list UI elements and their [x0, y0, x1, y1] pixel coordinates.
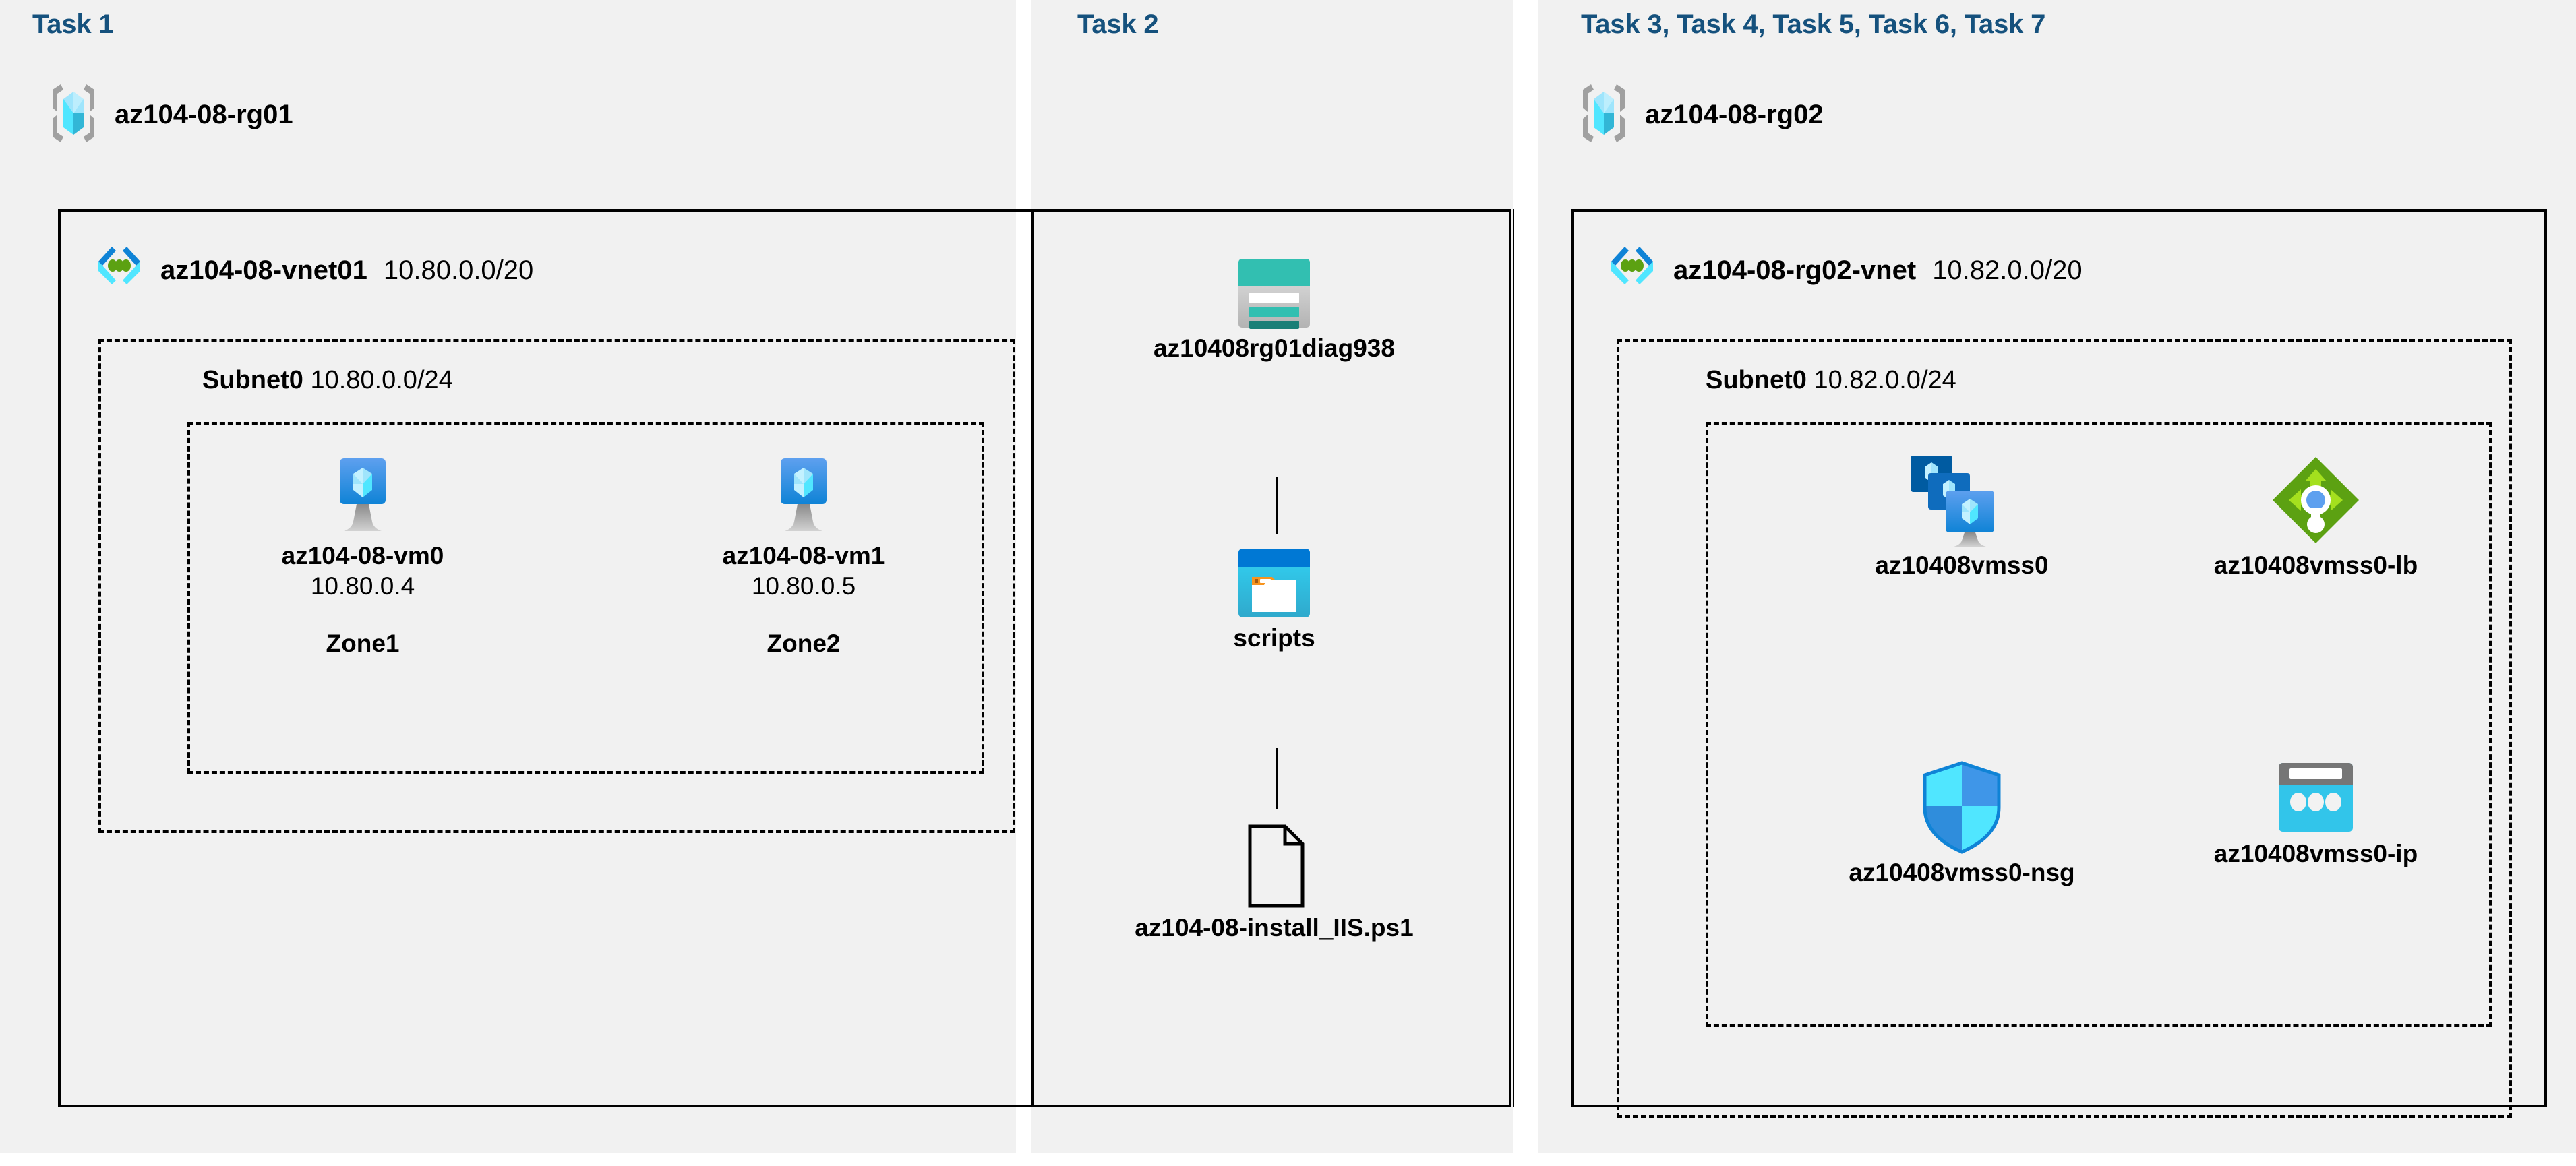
vnet02-cidr: 10.82.0.0/20: [1932, 255, 2083, 285]
vm1-node[interactable]: az104-08-vm1 10.80.0.5 Zone2: [709, 457, 898, 658]
file-document-icon: [1238, 822, 1311, 913]
public-ip-address-icon: [2275, 760, 2357, 839]
connector-scripts-to-file: [1276, 748, 1278, 809]
vm0-node[interactable]: az104-08-vm0 10.80.0.4 Zone1: [268, 457, 457, 658]
storage-account-icon: [1234, 256, 1314, 334]
resource-group-rg01-name: az104-08-rg01: [115, 100, 293, 129]
virtual-network-icon: [92, 241, 147, 300]
resource-group-rg01-header: az104-08-rg01: [47, 82, 293, 148]
vm0-zone: Zone1: [326, 629, 400, 657]
blob-container-icon: [1234, 546, 1314, 623]
subnet0-rg02-boundary: [1617, 339, 2512, 1118]
vnet01-cidr: 10.80.0.0/20: [383, 255, 534, 285]
vm0-name: az104-08-vm0: [281, 542, 444, 570]
task1-panel: [0, 0, 1016, 1153]
subnet0-rg02-cidr: 10.82.0.0/24: [1814, 366, 1956, 394]
vmss0-ip-name: az10408vmss0-ip: [2213, 840, 2418, 867]
subnet0-rg02-name: Subnet0: [1706, 366, 1807, 394]
vmss0-nsg-name: az10408vmss0-nsg: [1849, 859, 2075, 886]
storage-account-name: az10408rg01diag938: [1154, 334, 1395, 362]
vmss0-lb-node[interactable]: az10408vmss0-lb: [2151, 453, 2481, 580]
virtual-network-icon: [1605, 241, 1660, 300]
resource-group-rg02-name: az104-08-rg02: [1645, 100, 1824, 129]
connector-storage-to-scripts: [1276, 477, 1278, 534]
blob-container-node[interactable]: scripts: [1193, 546, 1355, 653]
subnet0-rg01-label: Subnet0 10.80.0.0/24: [202, 366, 453, 395]
install-iis-file-name: az104-08-install_IIS.ps1: [1135, 914, 1414, 942]
zone-group-boundary: [187, 422, 984, 774]
vm0-ip: 10.80.0.4: [310, 572, 415, 600]
install-iis-file-node[interactable]: az104-08-install_IIS.ps1: [1052, 822, 1497, 943]
resource-group-icon: [47, 82, 100, 148]
task2-heading: Task 2: [1077, 9, 1159, 39]
vm1-ip: 10.80.0.5: [751, 572, 856, 600]
vm1-name: az104-08-vm1: [722, 542, 885, 570]
task1-heading: Task 1: [32, 9, 114, 39]
load-balancer-icon: [2269, 453, 2363, 551]
virtual-machine-icon: [325, 457, 400, 541]
blob-container-name: scripts: [1233, 624, 1315, 652]
vnet01-boundary: [58, 209, 1514, 1107]
vmss0-ip-node[interactable]: az10408vmss0-ip: [2157, 760, 2474, 869]
resource-group-icon: [1578, 82, 1630, 148]
vm-scale-set-icon: [1908, 453, 2016, 551]
subnet0-rg01-boundary: [98, 339, 1015, 833]
network-security-group-icon: [1921, 760, 2003, 858]
vnet02-name: az104-08-rg02-vnet: [1673, 255, 1917, 285]
resource-group-rg02-header: az104-08-rg02: [1578, 82, 1824, 148]
vnet02-boundary: [1571, 209, 2547, 1107]
vnet01-header: az104-08-vnet01 10.80.0.0/20: [92, 241, 533, 300]
vnet01-name: az104-08-vnet01: [160, 255, 367, 285]
vmss-group-boundary: [1706, 422, 2492, 1027]
vmss0-nsg-node[interactable]: az10408vmss0-nsg: [1793, 760, 2130, 888]
vnet02-header: az104-08-rg02-vnet 10.82.0.0/20: [1605, 241, 2083, 300]
task3-panel: [1538, 0, 2576, 1153]
task3-heading: Task 3, Task 4, Task 5, Task 6, Task 7: [1581, 9, 2046, 39]
subnet0-rg01-cidr: 10.80.0.0/24: [310, 366, 453, 394]
virtual-machine-icon: [766, 457, 841, 541]
storage-account-node[interactable]: az10408rg01diag938: [1154, 256, 1395, 363]
vmss0-node[interactable]: az10408vmss0: [1793, 453, 2130, 580]
subnet0-rg01-name: Subnet0: [202, 366, 303, 394]
vmss0-lb-name: az10408vmss0-lb: [2213, 551, 2418, 579]
vmss0-name: az10408vmss0: [1875, 551, 2049, 579]
task2-boundary: [1031, 209, 1511, 1107]
vm1-zone: Zone2: [767, 629, 841, 657]
subnet0-rg02-label: Subnet0 10.82.0.0/24: [1706, 366, 1956, 395]
